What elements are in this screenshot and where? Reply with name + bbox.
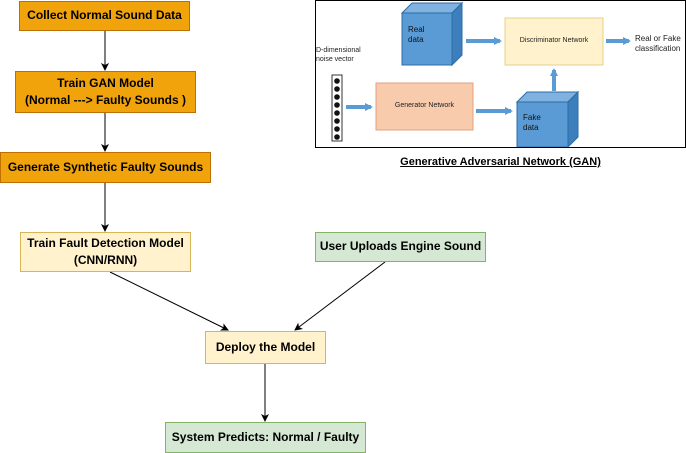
fake-data-line2: data bbox=[523, 122, 539, 132]
noise-vector-column bbox=[331, 74, 343, 142]
noise-vector-line1: D-dimensional bbox=[316, 47, 361, 54]
noise-vector-label: D-dimensional noise vector bbox=[316, 47, 361, 65]
generate-faulty-sounds-node: Generate Synthetic Faulty Sounds bbox=[0, 152, 211, 183]
generator-network-label: Generator Network bbox=[394, 102, 455, 109]
discriminator-network-box bbox=[504, 17, 604, 66]
deploy-model-label: Deploy the Model bbox=[215, 339, 316, 354]
discriminator-network-label: Discriminator Network bbox=[519, 37, 589, 44]
user-uploads-engine-sound-label: User Uploads Engine Sound bbox=[319, 239, 482, 254]
train-fault-detection-label: Train Fault Detection Model bbox=[27, 235, 184, 250]
train-fault-detection-node: Train Fault Detection Model (CNN/RNN) bbox=[20, 232, 191, 272]
user-uploads-engine-sound-node: User Uploads Engine Sound bbox=[315, 232, 486, 262]
collect-normal-sound-node: Collect Normal Sound Data bbox=[19, 1, 190, 31]
deploy-model-node: Deploy the Model bbox=[205, 331, 326, 364]
real-data-cube bbox=[400, 1, 464, 67]
noise-vector-line2: noise vector bbox=[316, 55, 354, 63]
generator-network-box bbox=[375, 82, 474, 131]
edge-train-fd-to-deploy bbox=[109, 271, 229, 331]
output-line2: classification bbox=[635, 44, 681, 53]
train-fault-detection-sublabel: (CNN/RNN) bbox=[73, 253, 138, 267]
output-classification-label: Real or Fake classification bbox=[635, 34, 681, 54]
edge-user-upload-to-deploy bbox=[294, 261, 386, 331]
real-data-label: Real data bbox=[408, 25, 424, 44]
fake-data-cube bbox=[515, 90, 580, 147]
train-gan-sublabel: (Normal ---> Faulty Sounds ) bbox=[24, 93, 186, 107]
train-gan-label: Train GAN Model bbox=[57, 75, 154, 90]
real-data-line2: data bbox=[408, 34, 424, 44]
system-predicts-node: System Predicts: Normal / Faulty bbox=[165, 422, 366, 453]
train-gan-node: Train GAN Model (Normal ---> Faulty Soun… bbox=[15, 71, 196, 113]
gan-caption: Generative Adversarial Network (GAN) bbox=[400, 156, 601, 168]
real-data-line1: Real bbox=[408, 25, 425, 34]
system-predicts-label: System Predicts: Normal / Faulty bbox=[171, 429, 360, 444]
gan-diagram-image: D-dimensional noise vector Real data Fak… bbox=[315, 0, 686, 148]
fake-data-line1: Fake bbox=[523, 113, 541, 122]
gan-diagram-graphics bbox=[331, 1, 631, 147]
output-line1: Real or Fake bbox=[635, 34, 681, 43]
collect-normal-sound-label: Collect Normal Sound Data bbox=[27, 8, 182, 23]
fake-data-label: Fake data bbox=[523, 113, 541, 132]
generate-faulty-sounds-label: Generate Synthetic Faulty Sounds bbox=[7, 159, 204, 174]
